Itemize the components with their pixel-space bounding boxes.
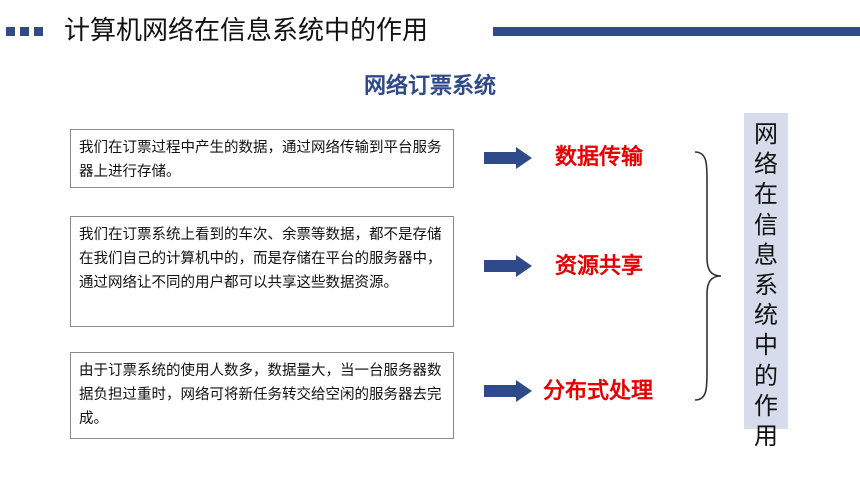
- side-title-box: 网络在信息系统中的作用: [744, 113, 788, 450]
- label-distributed-processing: 分布式处理: [543, 379, 654, 404]
- square-bullet-icon: [20, 27, 29, 36]
- right-arrow-icon: [484, 380, 532, 402]
- description-box-transmission: 我们在订票过程中产生的数据，通过网络传输到平台服务器上进行存储。: [70, 129, 454, 188]
- page-title: 计算机网络在信息系统中的作用: [64, 16, 429, 46]
- curly-brace-icon: [694, 151, 722, 401]
- square-bullet-icon: [34, 27, 43, 36]
- side-title: 网络在信息系统中的作用: [754, 120, 778, 451]
- label-data-transmission: 数据传输: [555, 145, 644, 170]
- section-subtitle: 网络订票系统: [363, 74, 496, 99]
- description-box-distributed: 由于订票系统的使用人数多，数据量大，当一台服务器数据负担过重时，网络可将新任务转…: [70, 352, 454, 439]
- header: 计算机网络在信息系统中的作用: [0, 0, 860, 60]
- label-resource-sharing: 资源共享: [555, 254, 644, 279]
- right-arrow-icon: [484, 255, 532, 277]
- square-bullet-icon: [6, 27, 15, 36]
- right-arrow-icon: [484, 147, 532, 169]
- header-divider: [493, 27, 860, 36]
- description-box-sharing: 我们在订票系统上看到的车次、余票等数据，都不是存储在我们自己的计算机中的，而是存…: [70, 216, 454, 327]
